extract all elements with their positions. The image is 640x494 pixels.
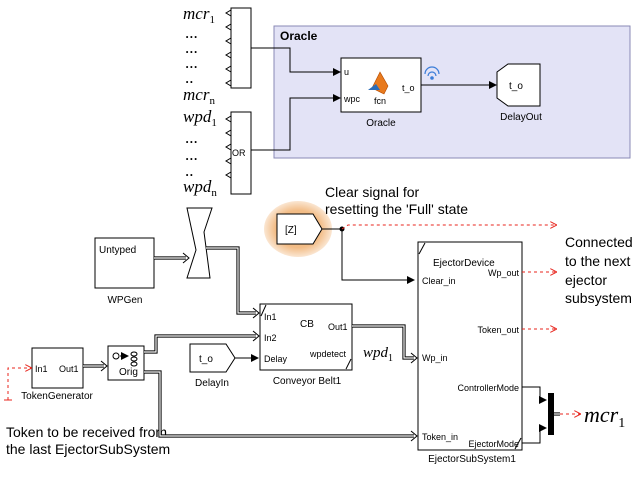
- ejector-clear-in: Clear_in: [422, 276, 456, 286]
- fcn-in-u: u: [344, 67, 349, 77]
- delayout-label: t_o: [509, 81, 523, 92]
- connected-line-2: to the next: [565, 253, 630, 269]
- mcr-ellipsis-2: ...: [185, 38, 198, 57]
- oracle-area-title: Oracle: [280, 29, 318, 43]
- token-generator-block[interactable]: In1 Out1: [31, 347, 84, 389]
- goto-z-label: [Z]: [285, 225, 297, 236]
- tokengen-in: In1: [35, 364, 48, 374]
- orig-label: Orig: [119, 367, 138, 378]
- wpd-ellipsis-1: ...: [185, 128, 198, 147]
- tokengen-caption: TokenGenerator: [21, 391, 93, 402]
- red-token-in: [7, 368, 31, 400]
- token-received-line-2: the last EjectorSubSystem: [6, 441, 170, 457]
- ejector-wp-in: Wp_in: [422, 353, 448, 363]
- conveyor-out1: Out1: [328, 322, 348, 332]
- mcr-labels: mcr1 ... ... ... .. mcrn: [183, 4, 215, 107]
- ejector-caption: EjectorSubSystem1: [428, 454, 516, 465]
- conveyor-wpdetect: wpdetect: [309, 349, 347, 359]
- fcn-in-wpc: wpc: [343, 94, 361, 104]
- wpgen-label: Untyped: [99, 245, 136, 256]
- wire-controllermode-mux: [522, 386, 547, 404]
- delayin-label: t_o: [199, 354, 213, 365]
- clear-signal-line-2: resetting the 'Full' state: [325, 201, 468, 217]
- oracle-fcn-block[interactable]: u wpc t_o fcn: [340, 57, 422, 113]
- wpgen-caption: WPGen: [107, 295, 142, 306]
- fcn-icon-label: fcn: [374, 96, 386, 106]
- mcr1-output-label: mcr1: [584, 402, 625, 431]
- wpd-or-block[interactable]: OR: [225, 111, 252, 195]
- wpd-label-1: wpd1: [183, 107, 217, 129]
- or-label: OR: [232, 148, 246, 158]
- delayout-block[interactable]: t_o: [496, 63, 541, 107]
- delayin-caption: DelayIn: [195, 378, 229, 389]
- mcr-ellipsis-3: ...: [185, 53, 198, 72]
- mcr-label-n: mcrn: [183, 85, 215, 107]
- clear-signal-line-1: Clear signal for: [325, 184, 419, 200]
- delayin-block[interactable]: t_o: [189, 343, 236, 373]
- mcr-ellipsis-1: ...: [185, 23, 198, 42]
- conveyor-caption: Conveyor Belt1: [273, 376, 342, 387]
- wpd-label-n: wpdn: [183, 177, 217, 199]
- ejector-token-out: Token_out: [477, 325, 519, 335]
- token-received-line-1: Token to be received from: [6, 424, 167, 440]
- oracle-fcn-caption: Oracle: [366, 118, 396, 129]
- connected-line-1: Connected: [565, 234, 633, 250]
- ejector-token-in: Token_in: [422, 432, 458, 442]
- conveyor-title: CB: [300, 319, 314, 330]
- matlab-logo-base-icon: [368, 84, 380, 90]
- wpd-labels: wpd1 ... ... .. wpdn: [183, 107, 217, 199]
- wire-mcr-to-u: [251, 47, 341, 76]
- signal-logging-icon: [424, 66, 440, 80]
- mcr-bus-creator[interactable]: [225, 7, 252, 89]
- oracle-area[interactable]: [273, 25, 631, 159]
- delayout-caption: DelayOut: [500, 112, 542, 123]
- wpd-ellipsis-2: ...: [185, 145, 198, 164]
- ejector-subsystem-block[interactable]: EjectorDevice Clear_in Wp_in Token_in Wp…: [417, 241, 523, 451]
- conveyor-delay: Delay: [264, 354, 288, 364]
- orig-block[interactable]: Orig: [107, 345, 145, 381]
- wpgen-block[interactable]: Untyped: [94, 237, 155, 289]
- tokengen-out: Out1: [59, 364, 79, 374]
- mcr-mux-bar[interactable]: [548, 393, 554, 435]
- ejector-title: EjectorDevice: [433, 258, 495, 269]
- wpgen-demux[interactable]: [186, 207, 213, 279]
- wpd1-output-label: wpd1: [363, 345, 393, 364]
- red-clear-signal-out: [341, 225, 556, 230]
- conveyor-in1: In1: [264, 312, 277, 322]
- ejector-wp-out: Wp_out: [488, 268, 520, 278]
- wire-wpd-to-wpc: [251, 94, 341, 151]
- wpd-ellipsis-3: ..: [185, 161, 194, 180]
- wire-ejectormode-mux: [522, 424, 547, 444]
- wire-z-to-clear-in: [322, 228, 415, 284]
- connected-line-4: subsystem: [565, 290, 632, 306]
- mcr-ellipsis-4: ..: [185, 68, 194, 87]
- conveyor-belt-block[interactable]: CB In1 In2 Delay Out1 wpdetect: [259, 303, 353, 371]
- mcr-label-1: mcr1: [183, 4, 215, 26]
- goto-z-block[interactable]: [Z]: [276, 213, 323, 245]
- conveyor-in2: In2: [264, 333, 277, 343]
- ejector-controller-mode: ControllerMode: [457, 383, 519, 393]
- fcn-out-t-o: t_o: [402, 83, 415, 93]
- connected-line-3: ejector: [565, 272, 607, 288]
- ejector-ejector-mode: EjectorMode: [468, 439, 519, 449]
